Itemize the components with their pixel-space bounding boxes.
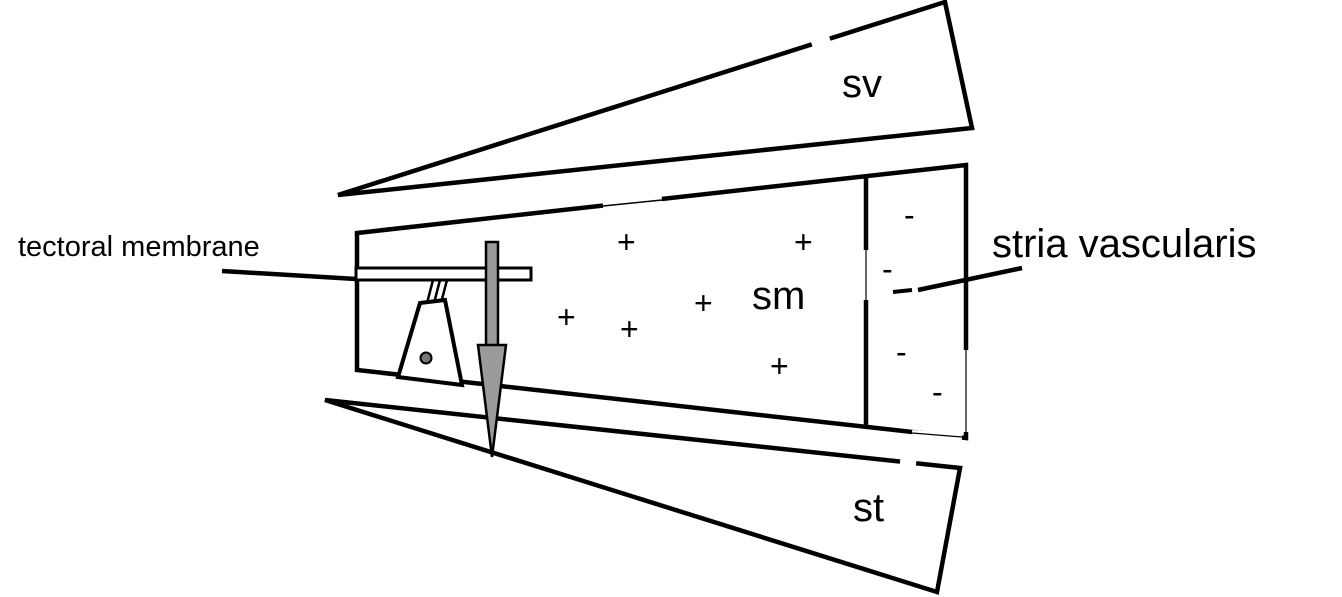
scala-vestibuli-label: sv	[842, 62, 882, 106]
scala-media: sm	[354, 162, 969, 441]
hair-cell-nucleus	[419, 351, 433, 365]
stereocilia-1	[425, 279, 435, 304]
scala-tympani-label: st	[853, 486, 884, 530]
minus-sign: -	[882, 251, 893, 287]
stria-vascularis-label: stria vascularis	[992, 222, 1257, 266]
scala-vestibuli-gap	[810, 35, 832, 49]
plus-sign: +	[694, 285, 713, 321]
plus-sign: +	[617, 224, 636, 260]
scala-tympani-outline	[324, 397, 963, 595]
hair-cell	[395, 279, 465, 388]
plus-sign: +	[770, 348, 789, 384]
current-arrow-head	[476, 343, 508, 458]
stria-vascularis-annotation: stria vascularis	[892, 222, 1257, 294]
tectorial-membrane-plate	[354, 266, 533, 282]
hair-cell-body	[395, 297, 465, 388]
scala-media-outline	[354, 162, 969, 441]
current-arrow	[476, 240, 508, 458]
tectorial-membrane: tectoral membrane	[18, 231, 533, 282]
reissner-membrane-thin	[602, 199, 663, 207]
scala-tympani: st	[324, 397, 963, 595]
stria-pointer-stub	[892, 288, 913, 294]
current-arrow-shaft	[484, 240, 500, 349]
minus-sign: -	[932, 374, 943, 410]
tectorial-membrane-pointer	[221, 268, 357, 282]
stria-negative-charges: - - - -	[882, 197, 943, 410]
stereocilia-2	[432, 279, 442, 304]
scala-vestibuli-outline	[337, 0, 975, 198]
tectorial-membrane-label: tectoral membrane	[18, 231, 260, 263]
scala-tympani-gap	[899, 458, 917, 468]
stria-vascularis-pointer	[917, 265, 1023, 293]
minus-sign: -	[904, 197, 915, 233]
plus-sign: +	[620, 311, 639, 347]
bottom-right-thin	[911, 432, 963, 438]
scala-vestibuli: sv	[337, 0, 975, 198]
plus-sign: +	[557, 299, 576, 335]
scala-media-label: sm	[752, 274, 805, 318]
minus-sign: -	[896, 334, 907, 370]
endolymph-positive-charges: + + + + + +	[557, 224, 813, 384]
plus-sign: +	[794, 224, 813, 260]
